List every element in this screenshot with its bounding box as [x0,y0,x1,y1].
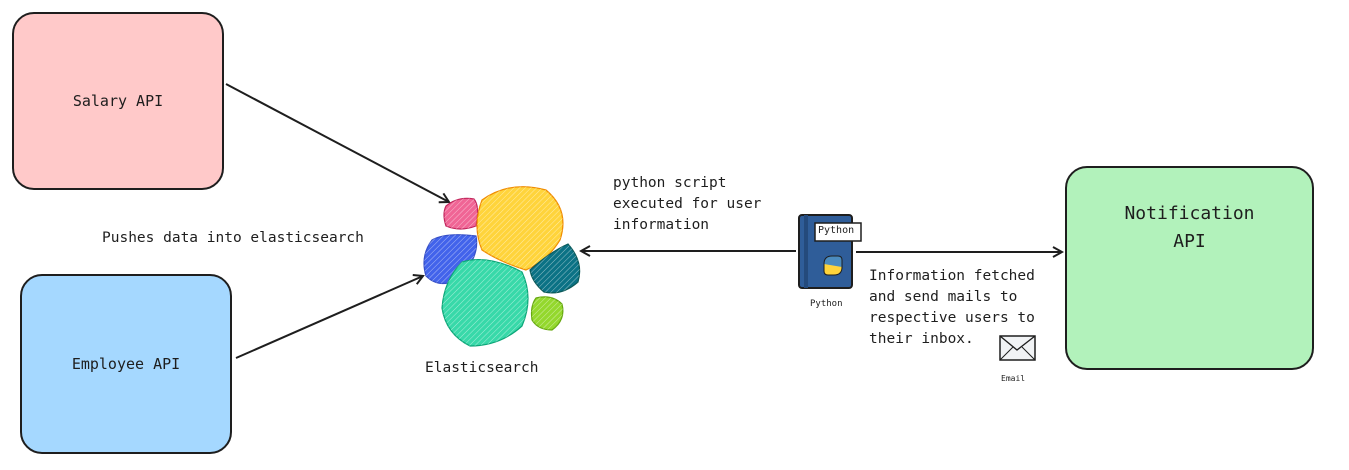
notification-api-box: Notification API [1065,166,1314,370]
salary-api-label: Salary API [72,92,164,110]
python-caption: Python [810,299,843,309]
arrow-employee-to-elasticsearch [235,276,423,359]
email-caption: Email [1001,374,1026,383]
python-book-icon [798,214,862,289]
elasticsearch-label: Elasticsearch [425,360,539,376]
elasticsearch-logo-icon [423,186,581,347]
information-fetched-label: Information fetched and send mails to re… [869,268,1035,347]
arrow-salary-to-elasticsearch [225,83,449,202]
salary-api-box: Salary API [12,12,224,190]
python-tag-label: Python [818,225,855,236]
python-script-label: python script executed for user informat… [613,175,762,233]
push-data-label: Pushes data into elasticsearch [102,230,364,246]
employee-api-label: Employee API [71,355,181,373]
employee-api-box: Employee API [20,274,232,454]
envelope-icon [999,335,1036,361]
notification-api-label: Notification API [1124,203,1255,252]
